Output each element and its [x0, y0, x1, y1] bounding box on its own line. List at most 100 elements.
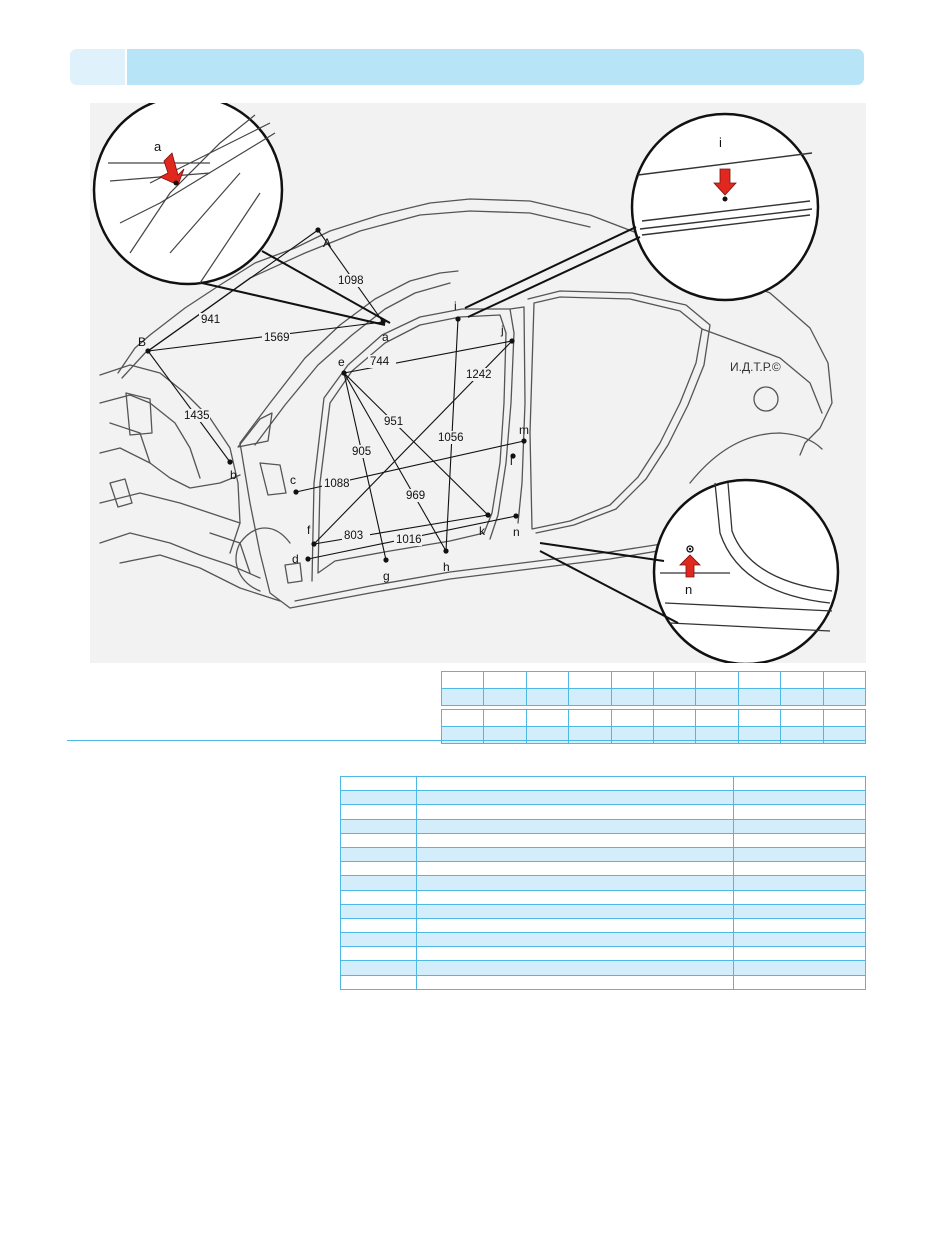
- table-cell: [568, 709, 612, 727]
- measurement-point-e: [341, 370, 347, 376]
- dimension-value: 905: [352, 446, 371, 458]
- callout-a-letter: a: [154, 139, 162, 154]
- table-cell: [340, 861, 417, 877]
- callout-n-arrow-icon: [679, 554, 701, 578]
- table-cell: [483, 688, 527, 706]
- dimension-value: 1098: [338, 275, 364, 287]
- table-cell: [733, 932, 866, 948]
- table-cell: [415, 946, 735, 962]
- table-cell: [822, 709, 867, 727]
- table-cell: [340, 960, 417, 976]
- table-cell: [340, 932, 417, 948]
- table-row: [340, 818, 866, 834]
- measurement-point-a: [380, 319, 386, 325]
- dimension-value: 969: [406, 490, 425, 502]
- table-cell: [440, 671, 485, 689]
- table-cell: [733, 861, 866, 877]
- table-cell: [652, 688, 697, 706]
- table-cell: [440, 726, 485, 744]
- table-cell: [610, 671, 654, 689]
- measurement-point-n: [513, 513, 519, 519]
- dimension-line-A-B: [147, 229, 319, 352]
- section-header-bar: [70, 49, 864, 85]
- table-cell: [733, 974, 866, 990]
- table-row: [340, 974, 866, 990]
- detail-callout-bottom-right: n: [539, 478, 840, 663]
- dimension-label-bg: [262, 331, 290, 344]
- measurement-point-A: [315, 227, 321, 233]
- point-legend-table: [340, 775, 866, 990]
- table-row: [340, 889, 866, 905]
- table-cell: [340, 946, 417, 962]
- table-cell: [733, 804, 866, 820]
- point-label-h: h: [443, 560, 450, 574]
- dimension-line-B-b: [147, 350, 231, 463]
- table-cell: [737, 688, 782, 706]
- table-cell: [733, 818, 866, 834]
- table-cell: [568, 726, 612, 744]
- table-cell: [652, 671, 697, 689]
- table-row: [340, 903, 866, 919]
- point-label-i: i: [454, 299, 457, 313]
- dimension-label-bg: [382, 415, 410, 428]
- dimension-value: 744: [370, 356, 390, 368]
- callout-n-letter: n: [685, 582, 692, 597]
- table-cell: [415, 790, 735, 806]
- point-label-j: j: [500, 323, 504, 337]
- table-cell: [822, 671, 867, 689]
- point-label-c: c: [290, 473, 296, 487]
- callout-a-arrow-icon: [159, 152, 185, 186]
- detail-callout-top-left: a: [92, 103, 391, 326]
- dimension-labels-group: 1098941156914357441242951905105696910888…: [182, 274, 492, 546]
- table-cell: [415, 960, 735, 976]
- table-cell: [483, 671, 527, 689]
- table-cell: [483, 726, 527, 744]
- table-cell: [415, 861, 735, 877]
- measurement-point-i: [455, 316, 461, 322]
- table-cell: [440, 688, 485, 706]
- table-cell: [733, 790, 866, 806]
- table-cell: [733, 875, 866, 891]
- table-cell: [483, 709, 527, 727]
- point-label-f: f: [307, 523, 311, 537]
- point-label-g: g: [383, 569, 390, 583]
- dimension-value: 941: [201, 314, 220, 326]
- dimension-label-bg: [394, 533, 422, 546]
- table-cell: [340, 775, 417, 792]
- measurement-points-group: [145, 227, 527, 563]
- table-row: [340, 932, 866, 948]
- point-label-k: k: [479, 524, 486, 538]
- table-cell: [415, 917, 735, 934]
- dimension-label-bg: [182, 409, 210, 422]
- table-cell: [340, 917, 417, 934]
- dimension-value: 951: [384, 416, 403, 428]
- table-row: [340, 804, 866, 820]
- dimension-table-1: [440, 671, 867, 706]
- point-label-m: m: [519, 423, 529, 437]
- table-cell: [610, 688, 654, 706]
- detail-callout-top-right: i: [464, 112, 820, 318]
- table-cell: [610, 709, 654, 727]
- table-cell: [737, 709, 782, 727]
- table-cell: [695, 671, 739, 689]
- table-cell: [415, 889, 735, 905]
- dimension-label-bg: [436, 431, 464, 444]
- table-cell: [415, 974, 735, 990]
- table-cell: [695, 726, 739, 744]
- table-cell: [737, 726, 782, 744]
- table-cell: [440, 709, 485, 727]
- table-cell: [340, 974, 417, 990]
- table-cell: [340, 889, 417, 905]
- dimension-label-bg: [350, 445, 378, 458]
- table-row: [340, 960, 866, 976]
- table-cell: [568, 688, 612, 706]
- table-cell: [733, 846, 866, 863]
- table-cell: [733, 917, 866, 934]
- table-cell: [568, 671, 612, 689]
- section-divider: [67, 740, 865, 741]
- table-cell: [340, 846, 417, 863]
- table-cell: [733, 775, 866, 792]
- table-cell: [525, 671, 570, 689]
- point-label-B: B: [138, 335, 146, 349]
